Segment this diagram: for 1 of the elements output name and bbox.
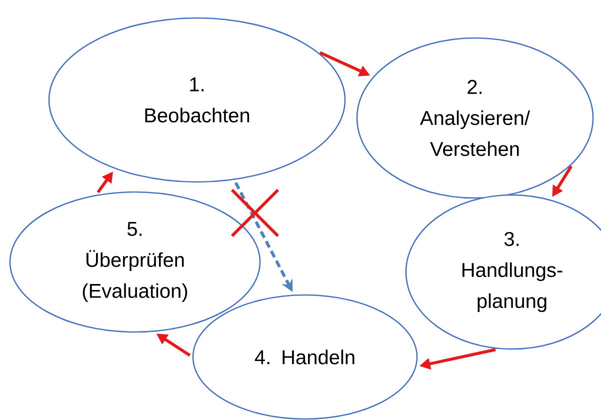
node-label: 3. Handlungs-planung — [462, 232, 562, 312]
